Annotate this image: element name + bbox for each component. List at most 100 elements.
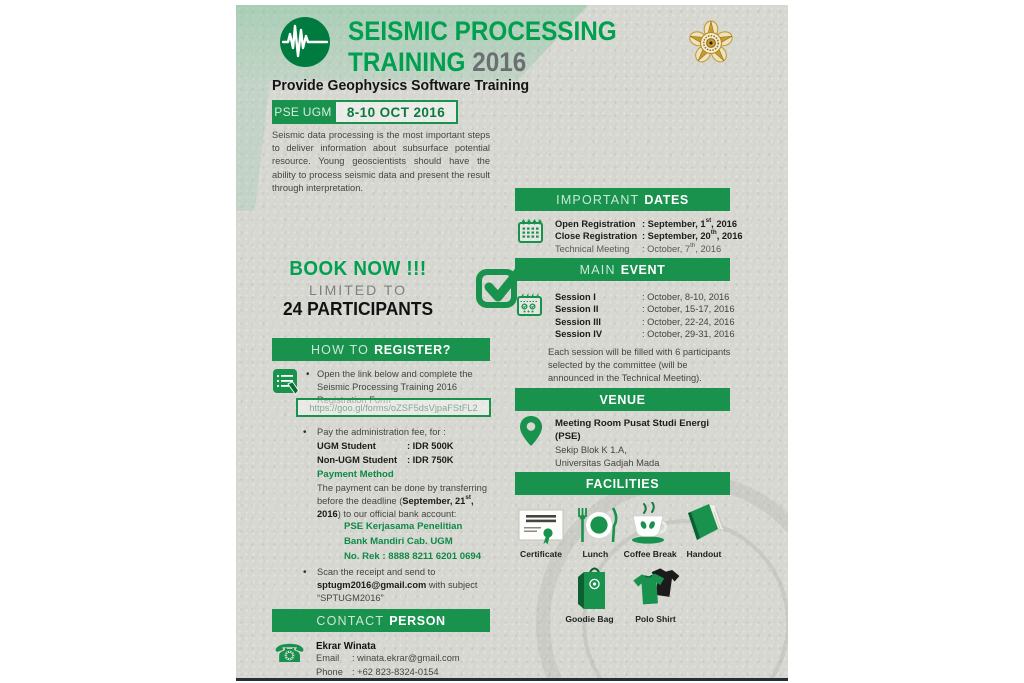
bar-label-bold: EVENT xyxy=(620,262,666,277)
registration-url-box: https://goo.gl/forms/oZSF5dsVjpaFStFL2 xyxy=(296,398,491,417)
facility-label: Polo Shirt xyxy=(635,614,676,624)
date-row: Open Registration : September, 1st, 2016 xyxy=(555,217,743,230)
facilities-row-1: Certificate Lunch xyxy=(515,500,730,559)
title-line1: SEISMIC PROCESSING xyxy=(348,16,617,46)
payment-deadline: September, 21st, 2016 xyxy=(317,494,474,519)
seismic-waveform-icon xyxy=(280,17,330,67)
important-dates-bar: IMPORTANT DATES xyxy=(515,188,730,211)
goodie-bag-icon xyxy=(564,565,616,611)
venue-address-line: Sekip Blok K 1.A, xyxy=(555,444,627,455)
coffee-cup-icon xyxy=(624,500,676,546)
facilities-bar: FACILITIES xyxy=(515,472,730,495)
session-label: Session I xyxy=(555,292,596,302)
date-row: Technical Meeting: October, 7th, 2016 xyxy=(555,242,743,255)
bank-line: PSE Kerjasama Penelitian xyxy=(344,521,463,532)
deadline-pre: September, 21 xyxy=(402,496,466,507)
session-row: Session I : October, 8-10, 2016 xyxy=(555,291,735,303)
contact-person-bar: CONTACT PERSON xyxy=(272,609,490,632)
contact-label: Phone xyxy=(316,666,343,677)
registration-url: https://goo.gl/forms/oZSF5dsVjpaFStFL2 xyxy=(309,402,478,413)
limited-to-line: LIMITED TO xyxy=(308,282,408,298)
payment-method-body: The payment can be done by transferring … xyxy=(317,482,493,522)
contact-email: : winata.ekrar@gmail.com xyxy=(352,653,460,663)
title-line2: TRAINING 2016 xyxy=(348,46,617,77)
date-label: Close Registration xyxy=(555,231,638,242)
bar-label-light: CONTACT xyxy=(316,613,385,628)
register-step3-block: Scan the receipt and send to sptugm2016@… xyxy=(317,566,492,606)
bar-label-bold: DATES xyxy=(644,192,689,207)
main-event-bar: MAIN EVENT xyxy=(515,258,730,281)
sessions-calendar-icon xyxy=(516,290,543,322)
deadline-sup: st xyxy=(465,494,471,502)
payment-body-post: ) to our official bank account: xyxy=(337,509,457,520)
ugm-emblem-icon xyxy=(688,20,734,66)
fee-label: Non-UGM Student xyxy=(317,454,398,465)
facilities-row-2: Goodie Bag Polo Shirt xyxy=(515,565,730,624)
facility-certificate: Certificate xyxy=(515,500,567,559)
bar-label-light: MAIN xyxy=(579,262,616,277)
session-value: : October, 15-17, 2016 xyxy=(642,304,735,315)
how-to-register-bar: HOW TO REGISTER? xyxy=(272,338,490,361)
book-now-block: BOOK NOW !!! LIMITED TO 24 PARTICIPANTS xyxy=(272,258,528,320)
facility-lunch: Lunch xyxy=(569,500,621,559)
date-pre: : September, 20 xyxy=(642,231,711,242)
location-pin-icon xyxy=(520,416,542,451)
participants-line: 24 PARTICIPANTS xyxy=(282,298,434,319)
date-row: Close Registration : September, 20th, 201… xyxy=(555,229,743,242)
org-badge: PSE UGM xyxy=(272,100,334,124)
poster-title: SEISMIC PROCESSING TRAINING 2016 xyxy=(348,16,647,77)
venue-address-line: Universitas Gadjah Mada xyxy=(555,458,660,469)
session-value: : October, 8-10, 2016 xyxy=(642,292,730,302)
phone-icon: ☎ xyxy=(274,640,306,668)
session-label: Session III xyxy=(555,316,601,327)
facility-coffee-break: Coffee Break xyxy=(623,500,677,559)
facility-label: Lunch xyxy=(582,549,609,559)
email-subject: “SPTUGM2016” xyxy=(317,593,384,604)
session-row: Session IV : October, 29-31, 2016 xyxy=(555,328,735,340)
facility-label: Handout xyxy=(686,549,722,559)
bar-label-light: HOW TO xyxy=(310,342,370,357)
lunch-icon xyxy=(569,500,621,546)
date-sup: st xyxy=(705,217,712,224)
session-value: : October, 22-24, 2016 xyxy=(642,316,735,327)
poster-subtitle: Provide Geophysics Software Training xyxy=(272,78,530,94)
bank-line: Bank Mandiri Cab. UGM xyxy=(344,535,453,547)
payment-body-pre: The payment can be done by transferring … xyxy=(317,483,488,507)
facility-polo-shirt: Polo Shirt xyxy=(630,565,682,624)
facility-label: Coffee Break xyxy=(623,549,677,559)
session-row: Session III : October, 22-24, 2016 xyxy=(555,316,735,328)
contact-row: Phone : +62 823-8324-0154 xyxy=(316,666,460,678)
decor-green-strip xyxy=(236,81,270,211)
session-label: Session IV xyxy=(555,329,603,340)
contact-phone: : +62 823-8324-0154 xyxy=(352,666,439,677)
bar-label-light: IMPORTANT xyxy=(556,192,640,207)
bar-label-bold: REGISTER? xyxy=(374,342,452,357)
register-step2-block: Pay the administration fee, for : UGM St… xyxy=(317,426,492,467)
fee-intro: Pay the administration fee, for : xyxy=(317,427,446,437)
polo-shirt-icon xyxy=(630,565,682,611)
date-label: Technical Meeting xyxy=(555,243,630,254)
submission-email: sptugm2016@gmail.com xyxy=(317,580,427,591)
certificate-icon xyxy=(515,500,567,546)
session-label: Session II xyxy=(555,304,599,315)
contact-rows: Email: winata.ekrar@gmail.com Phone: +62… xyxy=(316,652,460,678)
fee-label: UGM Student xyxy=(317,440,376,451)
facility-label: Certificate xyxy=(519,549,563,559)
scan-text-post: with subject xyxy=(426,580,478,591)
handout-book-icon xyxy=(678,500,730,546)
date-value: : September, 1st, 2016 xyxy=(642,217,738,229)
calendar-icon xyxy=(517,217,544,249)
checkbox-checked-icon xyxy=(475,259,528,316)
date-post: , 2016 xyxy=(711,219,738,229)
fee-value: : IDR 750K xyxy=(407,454,454,465)
title-line2-green: TRAINING xyxy=(348,46,466,77)
date-value: : September, 20th, 2016 xyxy=(642,229,743,242)
session-value: : October, 29-31, 2016 xyxy=(642,329,735,340)
intro-paragraph: Seismic data processing is the most impo… xyxy=(272,130,490,193)
bank-account-number: No. Rek : 8888 8211 6201 0694 xyxy=(344,550,482,562)
contact-name: Ekrar Winata xyxy=(316,641,376,652)
scan-text-pre: Scan the receipt and send to xyxy=(317,567,436,577)
date-label: Open Registration xyxy=(555,219,636,229)
venue-name: Meeting Room Pusat Studi Energi (PSE) xyxy=(555,418,710,443)
date-pre: : September, 1 xyxy=(642,219,706,229)
